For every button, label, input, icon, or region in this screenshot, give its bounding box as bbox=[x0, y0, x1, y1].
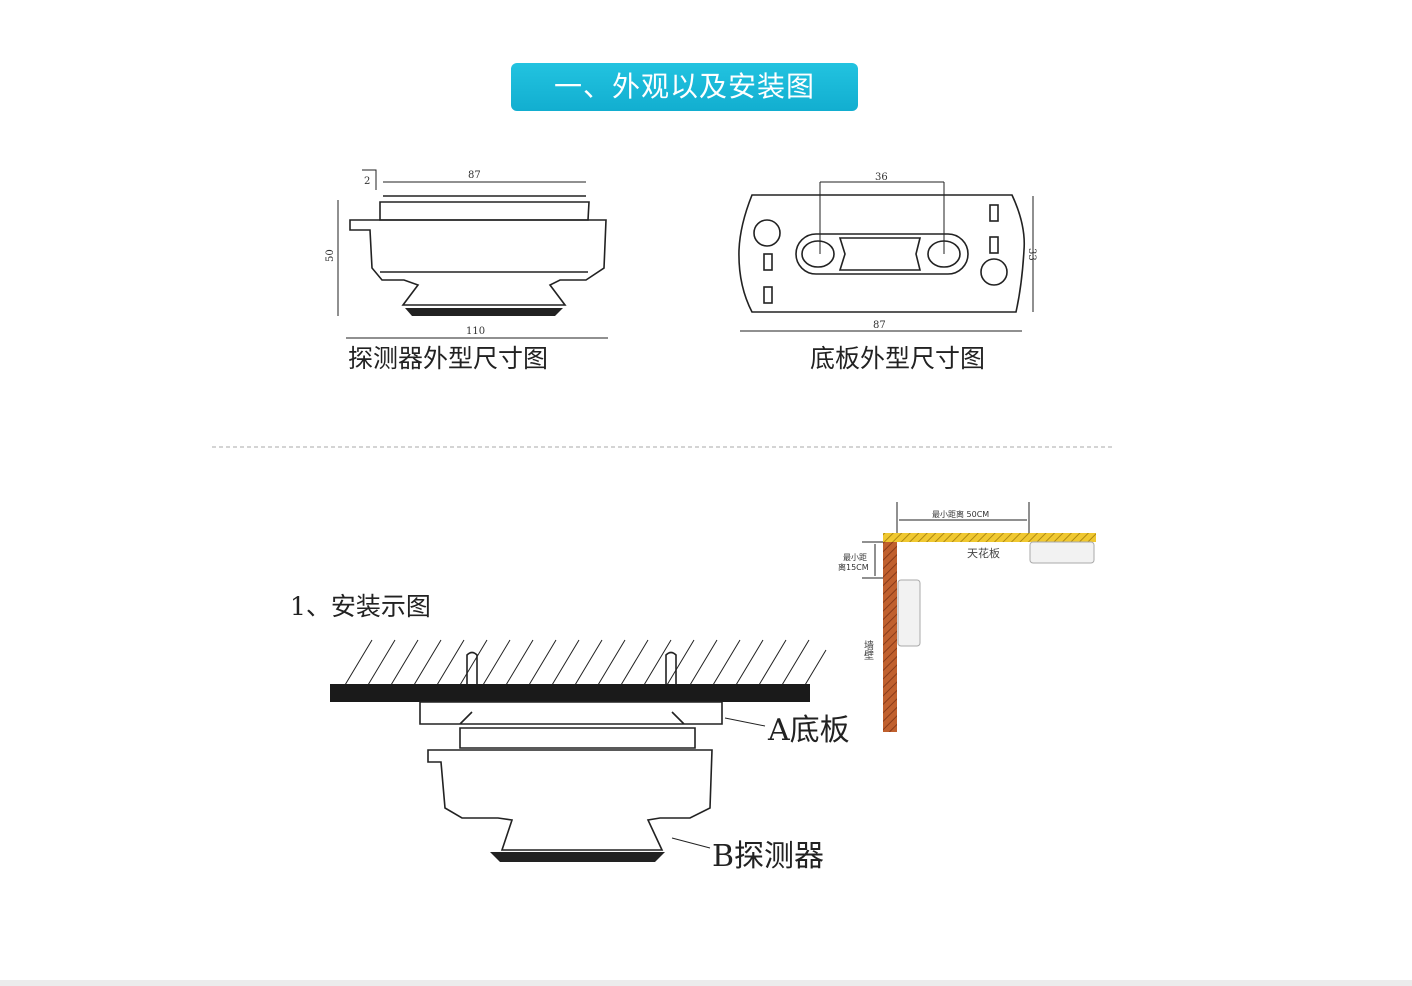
dim-87-base: 87 bbox=[873, 320, 886, 331]
detector-dimension-drawing: 87 2 50 110 探测器外型尺寸图 bbox=[325, 169, 608, 373]
install-title: 1、安装示图 bbox=[290, 592, 431, 621]
dim-33: 33 bbox=[1026, 248, 1037, 261]
min-ceiling-distance: 最小距离 50CM bbox=[932, 509, 989, 519]
label-detector: B探测器 bbox=[712, 839, 824, 874]
ceiling bbox=[883, 533, 1096, 542]
wall-label: 墙壁 bbox=[862, 639, 874, 660]
ceiling-detector bbox=[1029, 541, 1095, 564]
dim-50: 50 bbox=[325, 249, 336, 262]
min-wall-distance-1: 最小距 bbox=[843, 553, 867, 562]
dim-87: 87 bbox=[468, 170, 481, 181]
ceiling-label: 天花板 bbox=[967, 546, 1000, 560]
placement-diagram: 最小距离 50CM 最小距 离15CM 天花板 墙壁 bbox=[838, 502, 1096, 732]
dim-36: 36 bbox=[875, 172, 888, 183]
wall-detector bbox=[897, 579, 921, 647]
label-base-plate: A底板 bbox=[767, 713, 850, 748]
base-dimension-drawing: 36 33 87 底板外型尺寸图 bbox=[738, 172, 1037, 373]
detector-caption: 探测器外型尺寸图 bbox=[348, 344, 548, 373]
installation-diagram: 1、安装示图 A底板 B探测器 bbox=[290, 592, 850, 874]
section-title: 一、外观以及安装图 bbox=[511, 63, 858, 111]
dim-2: 2 bbox=[364, 176, 370, 187]
wall bbox=[883, 542, 897, 732]
dim-110: 110 bbox=[466, 326, 485, 337]
min-wall-distance-2: 离15CM bbox=[838, 562, 869, 572]
bottom-strip bbox=[0, 980, 1412, 986]
base-caption: 底板外型尺寸图 bbox=[810, 344, 985, 373]
